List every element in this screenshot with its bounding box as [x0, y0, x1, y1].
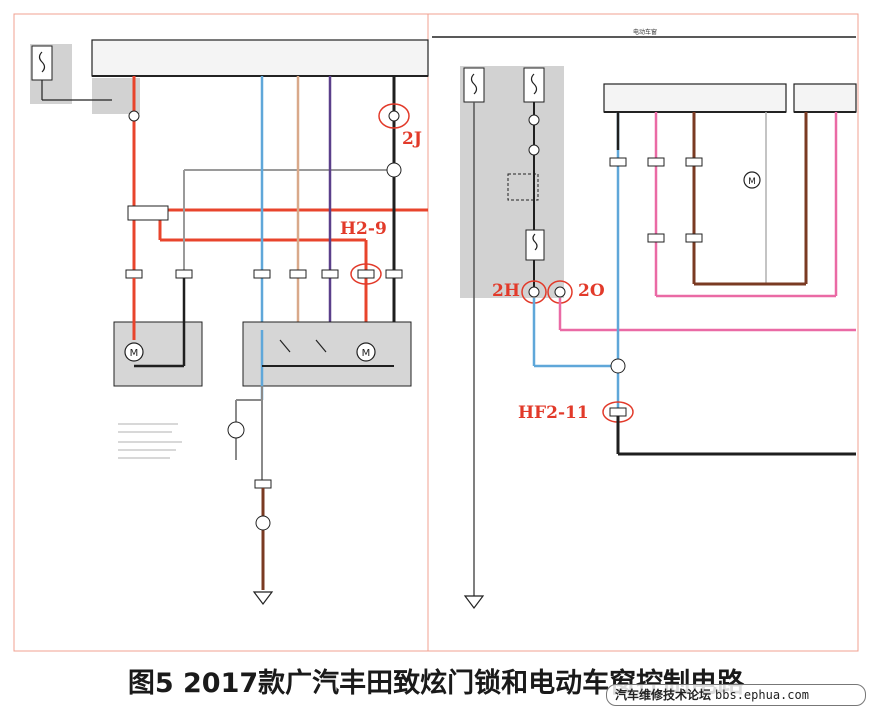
lower-switch-circle	[227, 421, 245, 439]
right-conn-5	[685, 233, 703, 243]
driver-switch-1	[279, 339, 291, 353]
annotation-2h: 2H	[492, 281, 520, 301]
window-fuse	[525, 229, 545, 261]
right-panel-title: 电动车窗	[633, 28, 657, 36]
conn-row-4	[289, 269, 307, 279]
fuse-left-icon	[38, 51, 46, 73]
conn-row-5	[321, 269, 339, 279]
right-relay-shade	[460, 66, 564, 298]
connector-left-top	[128, 110, 140, 122]
conn-row-1	[125, 269, 143, 279]
right-conn-1	[609, 157, 627, 167]
right-conn-4	[647, 233, 665, 243]
right-connector-a	[528, 114, 540, 126]
annotation-h2-9: H2-9	[340, 219, 387, 239]
lower-splice	[255, 515, 271, 531]
window-motor-icon	[743, 171, 761, 189]
right-panel-border	[427, 13, 859, 652]
highlight-2j	[378, 103, 410, 129]
conn-row-2	[175, 269, 193, 279]
door-lock-assembly-driver	[242, 321, 412, 387]
left-relay	[127, 205, 169, 221]
highlight-h2-9	[350, 263, 382, 285]
right-splice	[610, 358, 626, 374]
annotation-2o: 2O	[578, 281, 605, 301]
conn-row-6	[357, 269, 375, 279]
connector-2j	[388, 110, 400, 122]
lower-connector	[254, 479, 272, 489]
conn-row-3	[253, 269, 271, 279]
fuse-right-2-icon	[530, 73, 538, 95]
motor-icon-left	[124, 342, 144, 362]
connector-2o	[554, 286, 566, 298]
motor-icon-driver	[356, 342, 376, 362]
window-switch-block-1	[603, 83, 787, 113]
watermark-forum-name: 汽车维修技术论坛	[615, 688, 712, 702]
window-motor-symbol: M	[748, 177, 756, 187]
legend-notes	[118, 423, 182, 459]
splice-left	[386, 162, 402, 178]
annotation-hf2-11: HF2-11	[518, 403, 589, 423]
right-conn-2	[647, 157, 665, 167]
window-relay	[507, 173, 539, 201]
right-connector-b	[528, 144, 540, 156]
wiring-schematic: 电动车窗 2J H2-9 M	[13, 13, 859, 652]
fuse-right-1	[463, 67, 485, 103]
connector-hf2-11	[609, 407, 627, 417]
annotation-2j: 2J	[402, 129, 422, 149]
window-fuse-icon	[532, 233, 538, 251]
relay-shade-left	[92, 78, 140, 114]
ground-icon-right	[463, 595, 485, 609]
conn-row-7	[385, 269, 403, 279]
fuse-right-1-icon	[470, 73, 478, 95]
right-conn-3	[685, 157, 703, 167]
connector-2h	[528, 286, 540, 298]
fuse-left-box	[31, 45, 53, 81]
window-switch-block-2	[793, 83, 857, 113]
body-ecu-block	[91, 39, 429, 77]
ground-icon-left	[252, 591, 274, 605]
motor-symbol-driver: M	[362, 348, 371, 359]
watermark-url: bbs.ephua.com	[715, 688, 809, 702]
driver-switch-2	[315, 339, 327, 353]
motor-symbol-left: M	[130, 348, 139, 359]
fuse-right-2	[523, 67, 545, 103]
